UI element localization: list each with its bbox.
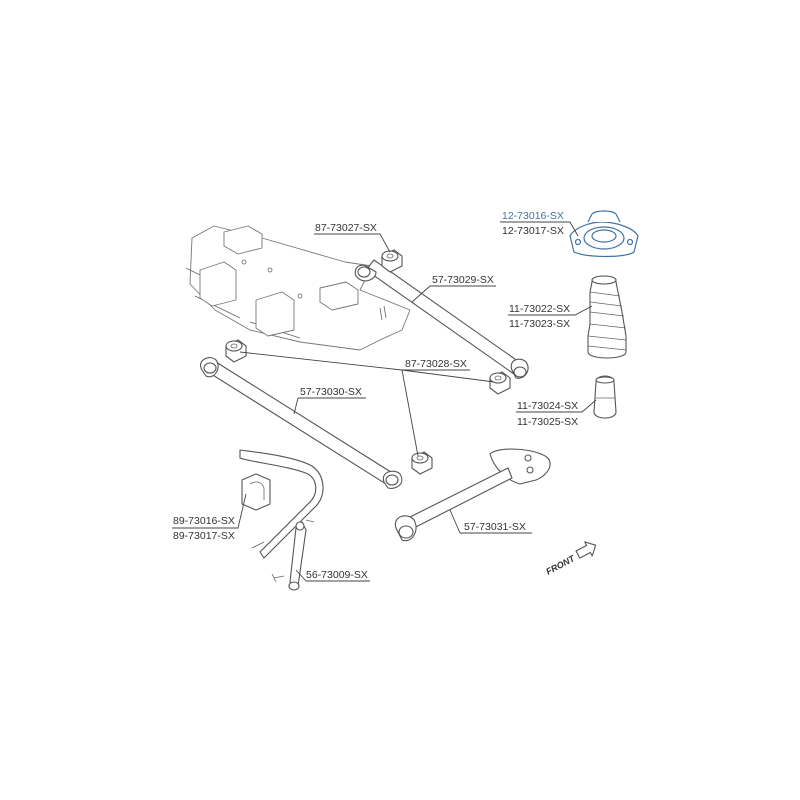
upper-control-arm <box>354 259 529 379</box>
dust-boot <box>587 275 627 359</box>
stabilizer-bar <box>239 449 324 559</box>
label-57-73031-sx: 57-73031-SX <box>464 521 526 533</box>
label-56-73009-sx: 56-73009-SX <box>306 569 368 581</box>
label-11-73022-sx: 11-73022-SX <box>509 303 570 315</box>
label-87-73028-sx: 87-73028-SX <box>405 358 467 370</box>
front-label: FRONT <box>544 553 577 577</box>
label-12-73016-sx: 12-73016-SX <box>502 210 564 222</box>
label-11-73023-sx: 11-73023-SX <box>509 318 570 330</box>
bump-stop <box>593 375 617 419</box>
strut-top-mount <box>569 210 639 258</box>
label-12-73017-sx: 12-73017-SX <box>502 225 564 237</box>
bushing-87-73028-c <box>411 451 433 475</box>
label-87-73027-sx: 87-73027-SX <box>315 222 377 234</box>
stabilizer-bushing <box>241 473 271 511</box>
label-11-73025-sx: 11-73025-SX <box>517 416 578 428</box>
label-57-73030-sx: 57-73030-SX <box>300 386 362 398</box>
bushing-87-73028-b <box>489 371 511 395</box>
label-11-73024-sx: 11-73024-SX <box>517 400 578 412</box>
bushing-87-73027 <box>381 249 403 273</box>
label-89-73017-sx: 89-73017-SX <box>173 530 235 542</box>
bushing-87-73028-a <box>225 339 247 363</box>
label-89-73016-sx: 89-73016-SX <box>173 515 235 527</box>
leader-lines <box>172 221 597 582</box>
trailing-arm <box>394 448 551 542</box>
label-57-73029-sx: 57-73029-SX <box>432 274 494 286</box>
front-arrow: FRONT <box>544 541 597 577</box>
lower-control-arm <box>200 357 403 489</box>
stabilizer-link <box>271 519 315 591</box>
rear-subframe <box>185 225 411 351</box>
